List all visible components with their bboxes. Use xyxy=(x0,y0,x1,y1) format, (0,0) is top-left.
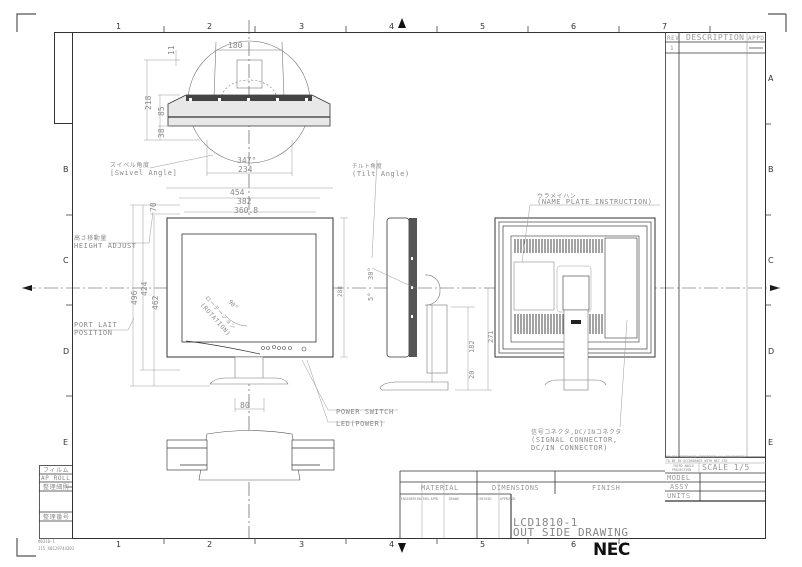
drawing-label: (Tilt Angle) xyxy=(352,170,410,178)
drawing-label: E xyxy=(768,438,773,447)
drawing-label: D xyxy=(63,347,69,356)
drawing-label: 1 xyxy=(116,22,121,31)
drawing-label: APPROVED xyxy=(500,497,515,501)
drawing-label: E xyxy=(63,438,68,447)
material-label: MATERIAL xyxy=(421,484,459,492)
drawing-label: 1 xyxy=(116,540,121,549)
drawing-label: 高さ移動量 xyxy=(74,234,107,242)
dim-top-width: 180 xyxy=(228,41,243,50)
drawing-label: 80 xyxy=(240,401,250,410)
drawing-label: 6 xyxy=(571,22,576,31)
drawing-label: AP ROLL xyxy=(41,475,71,482)
drawing-label: 30° xyxy=(367,267,375,280)
drawing-label: 7 xyxy=(662,22,667,31)
drawing-label: 2 xyxy=(207,540,212,549)
model-label: MODEL xyxy=(667,474,691,482)
dim-overall-width: 454 xyxy=(230,188,245,197)
drawing-label: A xyxy=(768,74,774,83)
drawing-label: 20 xyxy=(468,371,476,379)
drawing-label: 整理細則 xyxy=(43,483,69,491)
drawing-label: D xyxy=(768,347,774,356)
assy-label: ASSY xyxy=(670,483,689,491)
drawing-label: 4 xyxy=(389,540,394,549)
drawing-label: ENGINEERING xyxy=(401,497,422,501)
dimensions-label: DIMENSIONS xyxy=(492,484,539,492)
drawing-label: 5° xyxy=(367,293,375,301)
drawing-label: 218 xyxy=(144,95,153,110)
drawing-label: J15 X0129744201 xyxy=(38,546,75,551)
drawing-label: PORT LAIT xyxy=(74,321,118,329)
drawing-label: C xyxy=(63,256,69,265)
drawing-label: チルト角度 xyxy=(352,162,383,170)
description-header: DESCRIPTION xyxy=(686,33,744,42)
drawing-label: 4 xyxy=(389,22,394,31)
drawing-label: 11 xyxy=(167,45,176,55)
drawing-label: 信号コネクタ,DC/INコネクタ xyxy=(531,428,622,436)
drawing-label: [Swivel Angle] xyxy=(110,169,177,177)
drawing-label: 6 xyxy=(571,540,576,549)
drawing-label: スイベル角度 xyxy=(110,161,150,169)
drawing-label: LED(POWER) xyxy=(336,420,384,428)
drawing-label: ENG.APPD xyxy=(423,497,438,501)
drawing-label: 38 xyxy=(157,128,166,138)
drawing-label: (NAME PLATE INSTRUCTION) xyxy=(537,198,653,206)
nec-logo: NEC xyxy=(593,540,630,560)
drawing-label: 3 xyxy=(299,540,304,549)
drawing-label: THIRD ANGLE xyxy=(673,464,694,468)
drawing-label: B xyxy=(768,165,774,174)
drawing-label: 424 xyxy=(140,281,149,296)
drawing-label: PROJECTION xyxy=(672,468,691,472)
drawing-label: CHECKED xyxy=(478,497,492,501)
drawing-label: POSITION xyxy=(74,329,113,337)
drawing-label: フィルム xyxy=(43,467,69,474)
drawing-label: 整理番号 xyxy=(43,513,69,521)
drawing-label: DRAWN xyxy=(449,497,459,501)
drawing-label: 5 xyxy=(480,540,485,549)
scale-label: SCALE 1/5 xyxy=(702,463,750,472)
drawing-label: 462 xyxy=(151,295,160,310)
drawing-label: 234 xyxy=(238,165,253,174)
drawing-label: 347° xyxy=(237,156,256,165)
drawing-label: TO BE IN ACCORDANCE WITH NEC STD xyxy=(666,459,727,463)
units-label: UNITS xyxy=(667,492,691,500)
finish-label: FINISH xyxy=(592,484,620,492)
drawing-label: UNLESS OTHERWISE SPECIFIED ALL TOLERANCE… xyxy=(666,455,745,459)
appd-header: APPD xyxy=(748,35,764,42)
drawing-number: LCD1810-1 xyxy=(513,516,578,529)
drawing-label: 288 xyxy=(337,286,344,297)
drawing-label: 70 xyxy=(149,202,158,212)
drawing-label: HEIGHT ADJUST xyxy=(74,242,137,250)
drawing-label: ウラメイハン xyxy=(537,192,576,200)
drawing-label: 382 xyxy=(237,197,252,206)
drawing-label: 496 xyxy=(130,290,139,305)
drawing-label: POWER SWITCH xyxy=(336,408,394,416)
drawing-label: 3 xyxy=(299,22,304,31)
drawing-label: #0310-1 xyxy=(38,539,55,544)
drawing-label: 5 xyxy=(480,22,485,31)
drawing-label: 85 xyxy=(157,106,166,116)
drawing-label: 1 xyxy=(670,45,674,52)
rev-header: REV xyxy=(667,35,679,42)
drawing-label: DC/IN CONNECTOR) xyxy=(531,444,608,452)
drawing-label: B xyxy=(63,165,69,174)
drawing-title: OUT SIDE DRAWING xyxy=(513,526,629,539)
drawing-label: 360.8 xyxy=(234,206,258,215)
drawing-label: 271 xyxy=(487,330,495,343)
drawing-label: C xyxy=(768,256,774,265)
drawing-label: 2 xyxy=(207,22,212,31)
drawing-label: (SIGNAL CONNECTOR, xyxy=(531,436,618,444)
drawing-label: 182 xyxy=(468,340,476,353)
